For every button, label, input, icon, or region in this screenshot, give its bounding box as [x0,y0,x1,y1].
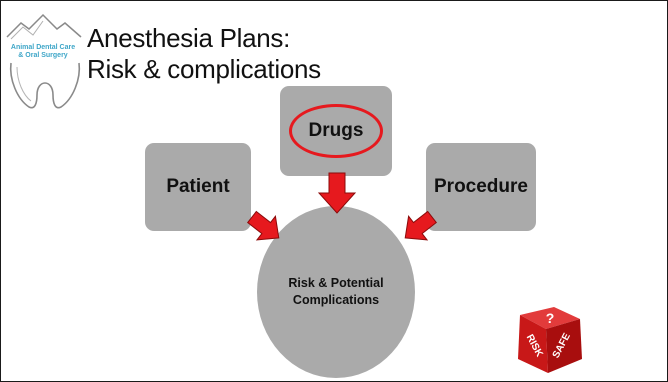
procedure-label: Procedure [434,176,528,197]
center-label-line2: Complications [292,293,380,307]
title-line1: Anesthesia Plans: [87,23,291,53]
title-line2: Risk & complications [87,54,321,84]
logo-text-line1: Animal Dental Care [10,44,76,51]
dice-question: ? [546,310,555,326]
procedure-box: Procedure [426,143,536,231]
slide-title: Anesthesia Plans: Risk & complications [87,23,321,85]
center-label-line1: Risk & Potential [288,276,384,290]
logo-text-line2: & Oral Surgery [18,52,68,59]
patient-label: Patient [166,176,230,197]
drugs-highlight-ring: Drugs [289,104,383,158]
tooth-logo-icon [6,13,82,109]
risk-complications-circle: Risk & Potential Complications [257,206,415,378]
logo: Animal Dental Care & Oral Surgery [3,7,87,111]
drugs-box: Drugs [280,86,392,176]
risk-safe-dice-icon: ? RISK SAFE [518,307,582,373]
drugs-label: Drugs [308,120,364,141]
patient-box: Patient [145,143,251,231]
